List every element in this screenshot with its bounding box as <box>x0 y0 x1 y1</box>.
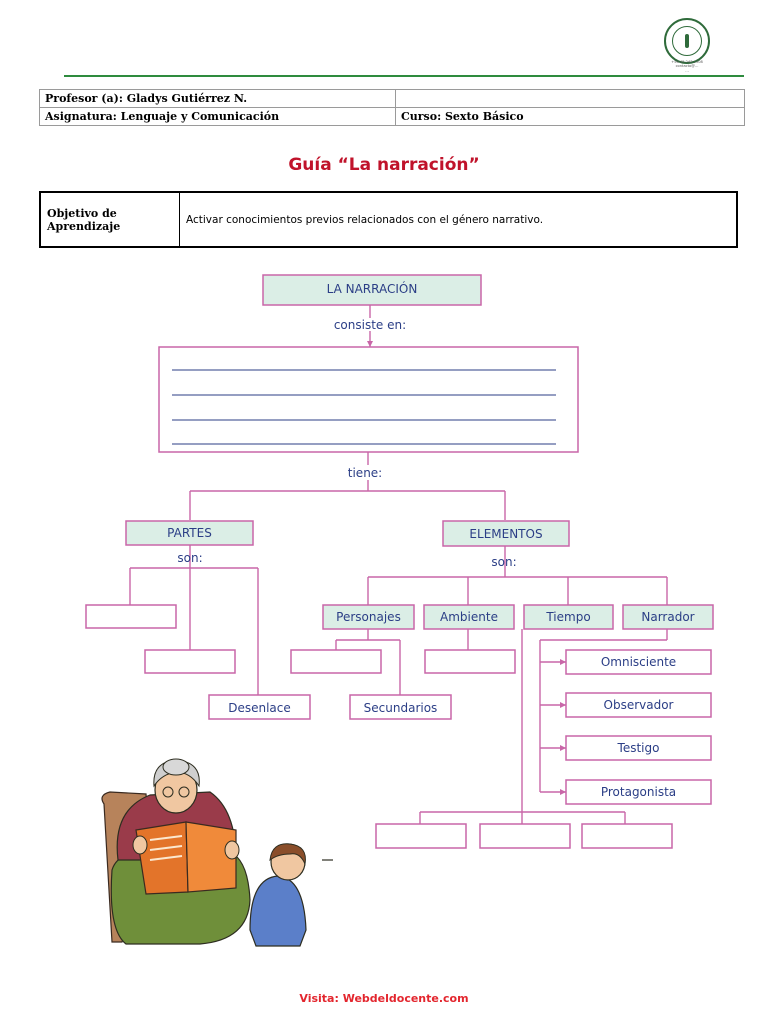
root-box <box>262 274 482 306</box>
narrator-label: Narrador <box>641 610 695 624</box>
setting-blank <box>424 649 516 674</box>
time-label: Tiempo <box>546 610 591 624</box>
logo-contact-lines: +56 45 243 1508 contacto@… … <box>652 60 722 73</box>
elements-box <box>442 520 570 547</box>
connector-lines <box>129 305 668 824</box>
objective-label: Objetivo de Aprendizaje <box>39 191 180 248</box>
logo-line-3: … <box>685 68 689 73</box>
objective-text: Activar conocimientos previos relacionad… <box>179 191 738 248</box>
parts-blank-2 <box>144 649 236 674</box>
characters-blank <box>290 649 382 674</box>
parts-box <box>125 520 254 546</box>
objective-table: Objetivo de Aprendizaje Activar conocimi… <box>39 191 738 248</box>
observer-label: Observador <box>603 698 674 712</box>
logo-line-2: contacto@… <box>675 64 699 69</box>
witness-box <box>565 735 712 761</box>
protagonist-label: Protagonista <box>600 785 677 799</box>
witness-label: Testigo <box>617 741 660 755</box>
time-box <box>523 604 614 630</box>
seal-torch-icon <box>685 34 689 48</box>
observer-box <box>565 692 712 718</box>
protagonist-box <box>565 779 712 805</box>
course-cell: Curso: Sexto Básico <box>395 107 745 126</box>
ending-label: Desenlace <box>228 701 291 715</box>
setting-box <box>423 604 515 630</box>
time-blank-1 <box>375 823 467 849</box>
setting-label: Ambiente <box>440 610 498 624</box>
secondary-label: Secundarios <box>363 701 438 715</box>
elements-label: ELEMENTOS <box>469 527 543 541</box>
footer-visit-link[interactable]: Visita: Webdeldocente.com <box>0 992 768 1005</box>
secondary-box <box>349 694 452 720</box>
info-table: Profesor (a): Gladys Gutiérrez N. Asigna… <box>39 89 745 126</box>
parts-label: PARTES <box>167 526 212 540</box>
characters-box <box>322 604 415 630</box>
page-title: Guía “La narración” <box>288 155 480 175</box>
definition-blank-lines <box>172 369 556 445</box>
arrow-heads <box>367 341 566 795</box>
definition-box <box>158 346 579 453</box>
omniscient-box <box>565 649 712 675</box>
omniscient-label: Omnisciente <box>600 655 677 669</box>
time-blank-2 <box>479 823 571 849</box>
subject-cell: Asignatura: Lenguaje y Comunicación <box>39 107 396 126</box>
seal-ring <box>672 26 702 56</box>
has-label: tiene: <box>347 466 383 480</box>
grandmother-reading-illustration <box>101 758 333 947</box>
school-seal-logo <box>664 18 710 64</box>
elements-are-label: son: <box>491 555 517 569</box>
footer-prefix: Visita: <box>299 992 343 1005</box>
footer-site: Webdeldocente.com <box>342 992 469 1005</box>
root-label: LA NARRACIÓN <box>326 282 418 296</box>
parts-are-label: son: <box>177 551 203 565</box>
ending-box <box>208 694 311 720</box>
teacher-cell: Profesor (a): Gladys Gutiérrez N. <box>39 89 396 108</box>
narrator-box <box>622 604 714 630</box>
characters-label: Personajes <box>336 610 401 624</box>
parts-blank-1 <box>85 604 177 629</box>
time-blank-3 <box>581 823 673 849</box>
header-rule <box>64 75 744 77</box>
consists-label: consiste en: <box>333 318 407 332</box>
logo-line-1: +56 45 243 1508 <box>671 60 703 64</box>
